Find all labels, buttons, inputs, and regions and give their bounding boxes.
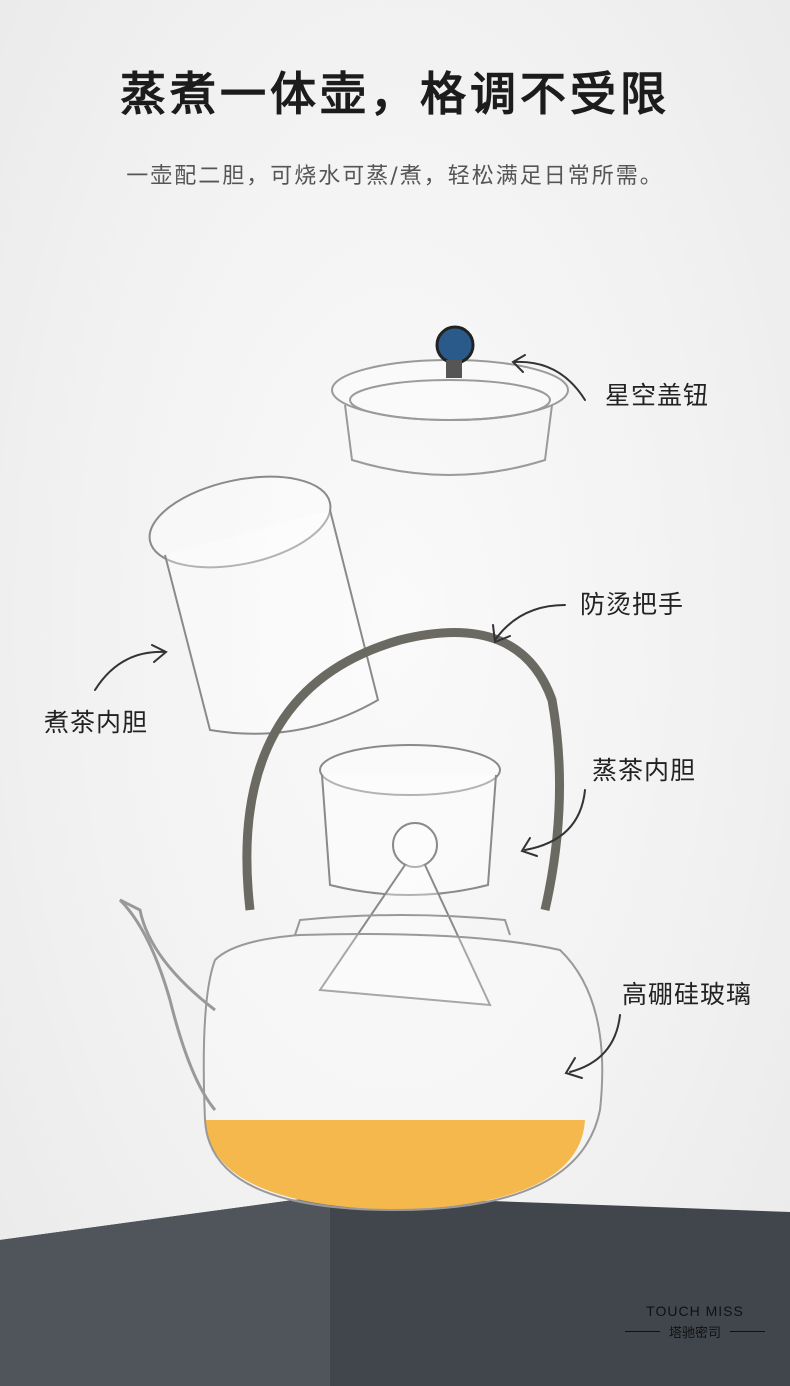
subtitle: 一壶配二胆，可烧水可蒸/煮，轻松满足日常所需。 — [126, 164, 664, 189]
boil-infuser — [148, 475, 380, 735]
brand-name-cn: 塔驰密司 — [620, 1322, 770, 1341]
pedestal-left-face — [0, 1195, 330, 1386]
brand-logo: TOUCH MISS 塔驰密司 — [620, 1303, 770, 1341]
starry-knob — [435, 325, 475, 365]
callout-glass: 高硼硅玻璃 — [622, 980, 753, 1009]
callout-boil-infuser: 煮茶内胆 — [44, 708, 149, 737]
knob-stem — [446, 360, 462, 378]
callout-handle: 防烫把手 — [580, 590, 685, 619]
lid — [331, 359, 569, 476]
brand-name-en: TOUCH MISS — [646, 1303, 744, 1319]
callout-lid-knob: 星空盖钮 — [605, 381, 710, 410]
callout-steam-infuser: 蒸茶内胆 — [592, 756, 697, 785]
handle — [242, 628, 565, 911]
page-title: 蒸煮一体壶，格调不受限 — [120, 67, 670, 121]
teapot-body — [118, 898, 604, 1212]
callout-arrows — [94, 354, 621, 1079]
